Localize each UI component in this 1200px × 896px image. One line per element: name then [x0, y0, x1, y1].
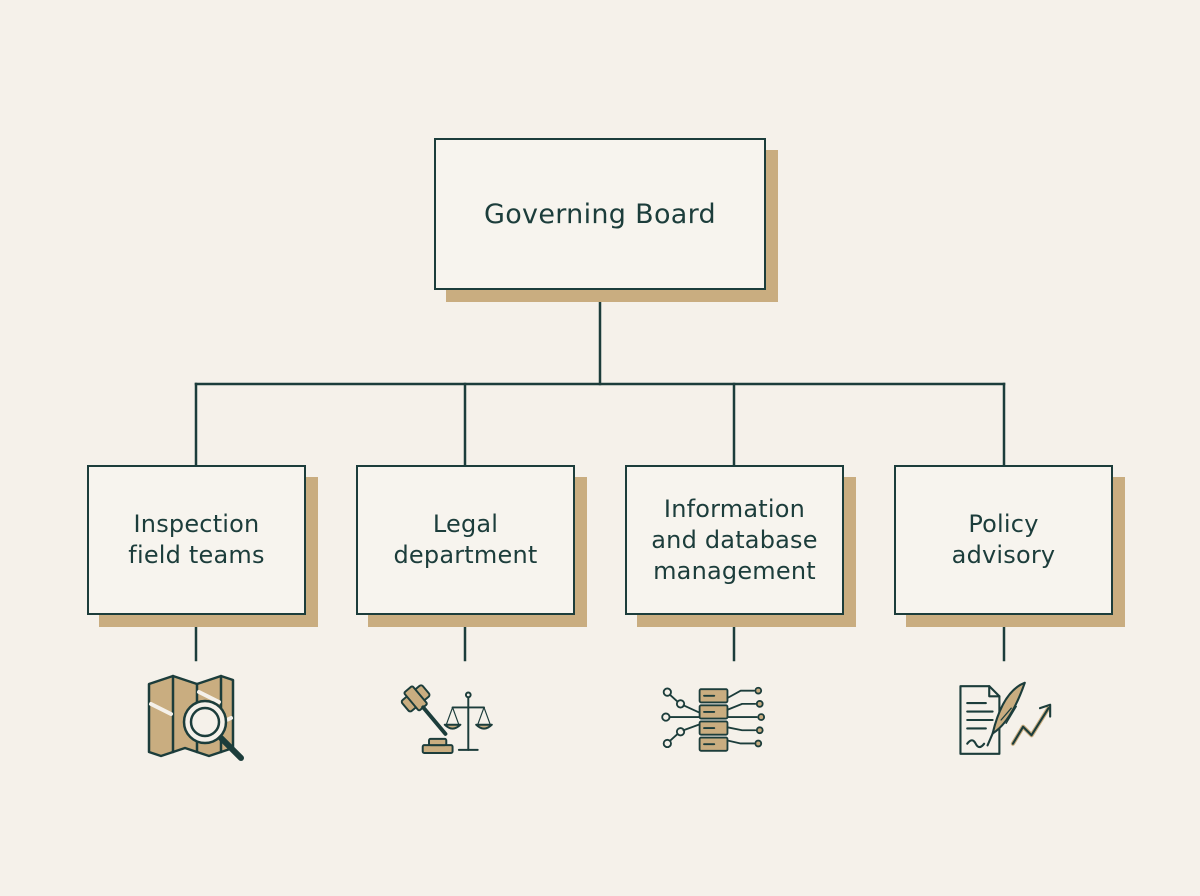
governing-board-label: Governing Board: [484, 198, 716, 230]
map-search-icon: [147, 674, 244, 761]
legal-department-label: Legal department: [393, 510, 538, 569]
governing-board-box: Governing Board: [434, 138, 766, 290]
inspection-field-teams-label: Inspection field teams: [128, 510, 265, 569]
inspection-field-teams-box: Inspection field teams: [87, 465, 306, 615]
document-quill-chart-icon: [959, 681, 1052, 755]
legal-department-box: Legal department: [356, 465, 575, 615]
information-database-box: Information and database management: [625, 465, 844, 615]
policy-advisory-label: Policy advisory: [951, 510, 1056, 569]
gavel-scales-icon: [400, 684, 493, 754]
policy-advisory-box: Policy advisory: [894, 465, 1113, 615]
database-network-icon: [661, 686, 766, 752]
information-database-label: Information and database management: [651, 494, 818, 585]
